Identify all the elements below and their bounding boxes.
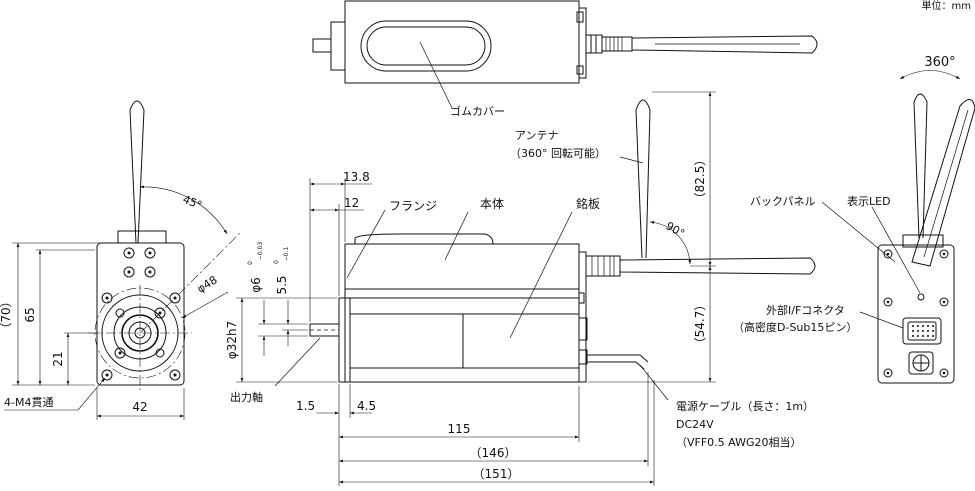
dim-4-5: 4.5 [357, 399, 376, 413]
mount-holes-label: 4-M4貫通 [4, 396, 53, 409]
antenna-label: アンテナ [515, 129, 559, 142]
rubber-cover-label: ゴムカバー [450, 104, 505, 118]
flange-label: フランジ [389, 199, 437, 213]
dim-phi6-tol-lower: −0.03 [257, 242, 264, 261]
cable-spec-label: （VFF0.5 AWG20相当） [676, 435, 802, 449]
width-42-label: 42 [132, 400, 147, 414]
unit-label: 単位：mm [922, 0, 971, 12]
dim-1-5: 1.5 [296, 399, 315, 413]
dim-phi32: φ32h7 [225, 321, 239, 359]
dim-82-5: （82.5） [693, 154, 707, 205]
dim-phi6: φ6 [249, 277, 263, 293]
body-label: 本体 [480, 197, 504, 211]
side-view [274, 99, 816, 401]
output-shaft-label: 出力軸 [230, 390, 263, 404]
dim-5-5-tol-lower: −0.1 [283, 247, 290, 262]
bolt-circle-label: φ48 [195, 273, 220, 295]
dim-12: 12 [344, 196, 359, 210]
angle-45-label: 45° [181, 193, 204, 212]
front-dimensions [4, 242, 185, 420]
dim-54-7: （54.7） [693, 299, 707, 350]
dim-13-8: 13.8 [343, 170, 370, 184]
dim-5-5: 5.5 [275, 275, 289, 294]
dim-phi6-tol-upper: 0 [247, 261, 254, 265]
angle-360-label: 360° [924, 55, 955, 70]
height-65-label: 65 [23, 307, 37, 322]
dim-151: （151） [473, 467, 520, 481]
cable-label: 電源ケーブル（長さ：1m） [676, 399, 814, 413]
dim-5-5-tol-upper: 0 [273, 260, 280, 264]
dim-115: 115 [448, 422, 471, 436]
side-dimensions [236, 91, 716, 486]
height-21-label: 21 [51, 351, 65, 366]
antenna-rotate-label: （360° 回転可能） [510, 146, 606, 160]
cable-voltage-label: DC24V [676, 418, 714, 431]
connector-label: 外部I/Fコネクタ [766, 303, 845, 317]
back-panel-label: バックパネル [750, 195, 815, 208]
led-label: 表示LED [847, 194, 891, 208]
nameplate-label: 銘板 [576, 196, 600, 211]
dim-146: （146） [470, 446, 517, 460]
connector-spec-label: （高密度D-Sub15ピン） [733, 320, 857, 334]
top-view [312, 0, 818, 109]
rear-view [821, 70, 975, 384]
angle-90-label: 90° [664, 219, 687, 240]
front-view [88, 100, 242, 390]
total-height-label: （70） [0, 295, 13, 334]
